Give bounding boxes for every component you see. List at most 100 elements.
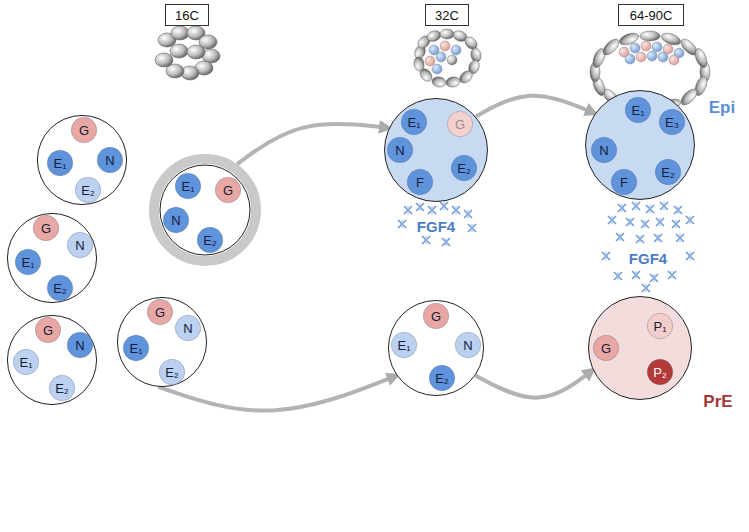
gene-marker: G [35, 317, 61, 343]
gene-marker: E₁ [175, 173, 201, 199]
marker-dot [159, 359, 184, 384]
marker-dot [655, 159, 680, 184]
gene-label: P₁ [653, 320, 666, 333]
marker-dot [611, 169, 636, 194]
gene-marker: E₁ [625, 97, 651, 123]
stage-label: 32C [435, 8, 459, 23]
gene-label: E₁ [631, 104, 644, 117]
lineage-label: Epi [709, 98, 735, 118]
signal-label: FGF4 [627, 250, 669, 267]
gene-marker: G [447, 111, 473, 137]
marker-dot [13, 349, 38, 374]
gene-marker: N [455, 332, 481, 358]
marker-dot [175, 315, 200, 340]
marker-dot [591, 137, 616, 162]
marker-dot [47, 275, 72, 300]
gene-marker: N [387, 137, 413, 163]
fgf4-molecules [602, 202, 694, 292]
marker-dot [407, 169, 432, 194]
gene-marker: E₁ [47, 150, 73, 176]
marker-dot [47, 150, 72, 175]
gene-label: E₂ [457, 162, 471, 175]
gene-marker: E₂ [429, 365, 455, 391]
gene-label: E₁ [181, 180, 194, 193]
gene-label: G [223, 184, 233, 197]
gene-label: N [105, 154, 114, 167]
gene-marker: G [147, 299, 173, 325]
marker-dot [647, 313, 672, 338]
fgf4-molecules [398, 202, 476, 246]
gene-label: E₂ [53, 282, 67, 295]
gene-label: G [431, 310, 441, 323]
gene-marker: E₁ [15, 249, 41, 275]
marker-dot [67, 332, 92, 357]
cell-circle [37, 115, 126, 204]
morula-16c [155, 26, 220, 80]
gene-marker: G [423, 303, 449, 329]
marker-dot [423, 303, 448, 328]
stage-box: 32C [425, 4, 469, 26]
marker-dot [75, 177, 100, 202]
gene-marker: E₂ [197, 227, 223, 253]
marker-dot [197, 227, 222, 252]
cell: PrEGP₁P₂ [588, 296, 692, 400]
gene-marker: G [33, 215, 59, 241]
gene-label: N [599, 144, 608, 157]
gene-label: F [620, 176, 628, 189]
gene-marker: N [591, 137, 617, 163]
gene-label: E₁ [21, 256, 34, 269]
stage-box: 64-90C [618, 4, 684, 26]
gene-label: E₁ [407, 116, 420, 129]
signal-label: FGF4 [415, 218, 457, 235]
marker-dot [647, 359, 672, 384]
marker-dot [391, 332, 416, 357]
gene-label: E₂ [165, 366, 179, 379]
marker-dot [215, 177, 240, 202]
gene-marker: G [71, 117, 97, 143]
marker-dot [659, 109, 684, 134]
cell: G N E₁ E₂ [117, 297, 207, 387]
gene-marker: P₁ [647, 313, 673, 339]
gene-label: G [455, 118, 465, 131]
stage-box: 16C [165, 4, 209, 26]
highlight-ring [154, 159, 256, 261]
gene-label: E₁ [53, 157, 66, 170]
gene-marker: N [163, 207, 189, 233]
gene-label: E₁ [19, 356, 32, 369]
marker-dot [123, 335, 148, 360]
cell-circle [7, 213, 96, 302]
cell: EpiE₁E₃NFE₂ [585, 90, 695, 200]
gene-marker: E₁ [13, 349, 39, 375]
gene-marker: E₁ [401, 109, 427, 135]
gene-marker: E₂ [655, 159, 681, 185]
cell-circle [385, 99, 488, 202]
cell: GNE₁E₂ [7, 315, 97, 405]
cell: G E₁ N E₂ [388, 300, 484, 396]
cell-circle [589, 297, 692, 400]
gene-label: G [601, 342, 611, 355]
gene-marker: P₂ [647, 359, 673, 385]
marker-dot [147, 299, 172, 324]
gene-label: G [79, 124, 89, 137]
gene-label: N [75, 239, 84, 252]
gene-label: E₁ [397, 339, 410, 352]
gene-label: P₂ [653, 366, 667, 379]
gene-marker: E₃ [659, 109, 685, 135]
gene-marker: F [611, 169, 637, 195]
gene-marker: E₂ [49, 375, 75, 401]
gene-label: E₂ [55, 382, 69, 395]
gene-marker: N [97, 147, 123, 173]
cell: GE₁NE₂ [37, 115, 127, 205]
stage-label: 16C [175, 8, 199, 23]
gene-label: E₁ [129, 342, 142, 355]
gene-label: E₂ [435, 372, 449, 385]
gene-label: G [155, 306, 165, 319]
gene-marker: N [67, 232, 93, 258]
gene-label: N [183, 322, 192, 335]
gene-label: G [41, 222, 51, 235]
gene-label: F [416, 176, 424, 189]
gene-marker: N [175, 315, 201, 341]
lineage-arrow [476, 96, 595, 117]
marker-dot [455, 332, 480, 357]
cell: E₁ G N E₂ [149, 154, 261, 266]
